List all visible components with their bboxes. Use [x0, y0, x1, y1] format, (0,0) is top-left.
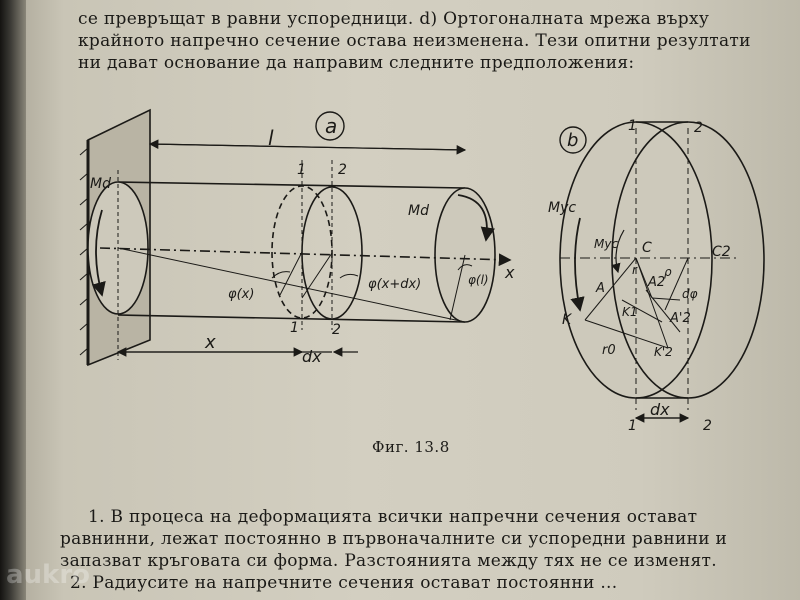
- label-b-C2: C2: [712, 244, 731, 260]
- panel-b-drawing: [559, 121, 765, 423]
- text-line: запазват кръговата си форма. Разстояният…: [60, 551, 717, 571]
- label-section-1-top: 1: [297, 162, 306, 178]
- label-b-A2-prime: A'2: [669, 311, 691, 326]
- label-dim-x: x: [204, 332, 216, 353]
- text-line: крайното напречно сечение остава неизмен…: [78, 31, 751, 51]
- label-b-K: K: [562, 312, 573, 328]
- label-b-dphi: dφ: [682, 287, 698, 301]
- label-dim-dx: dx: [302, 347, 322, 366]
- label-b-moment: Mус: [548, 200, 576, 216]
- text-line: 2. Радиусите на напречните сечения остав…: [70, 573, 618, 593]
- bottom-paragraph: 1. В процеса на деформацията всички напр…: [60, 506, 800, 594]
- text-line: се превръщат в равни успоредници. d) Орт…: [78, 9, 710, 29]
- text-line: ни дават основание да направим следните …: [78, 53, 635, 73]
- label-section-1-bottom: 1: [290, 320, 299, 336]
- label-phi-l: φ(l): [468, 273, 489, 287]
- label-phi-x: φ(x): [228, 287, 254, 302]
- label-b-section-1-bottom: 1: [628, 418, 637, 434]
- page-binding-shadow: [0, 0, 26, 600]
- figure-13-8: a l 1 2 1 2 Md Md φ(x) φ(x+dx) φ(l) x x …: [79, 108, 765, 434]
- label-panel-b: b: [567, 130, 578, 151]
- label-b-dx: dx: [650, 400, 670, 419]
- figure-caption: Фиг. 13.8: [372, 438, 450, 456]
- panel-a-circle: [315, 111, 345, 141]
- label-moment-right: Md: [408, 203, 429, 219]
- label-section-2-top: 2: [338, 162, 347, 178]
- label-b-rho: ρ: [664, 265, 672, 279]
- label-b-K1: K1: [622, 305, 638, 319]
- label-axis-x: x: [504, 263, 515, 282]
- label-b-A2: A2: [647, 275, 665, 290]
- top-paragraph: се превръщат в равни успоредници. d) Орт…: [78, 8, 788, 74]
- label-b-r: r: [632, 263, 638, 277]
- label-panel-a: a: [325, 114, 337, 138]
- label-b-C: C: [642, 240, 652, 256]
- wall-hatching: [79, 147, 89, 356]
- text-line: 1. В процеса на деформацията всички напр…: [88, 507, 698, 527]
- label-b-section-1-top: 1: [628, 118, 637, 134]
- label-b-r0: r0: [602, 343, 616, 358]
- label-moment-left: Md: [90, 176, 111, 192]
- label-phi-x-dx: φ(x+dx): [368, 277, 421, 292]
- label-b-section-2-top: 2: [694, 120, 703, 136]
- label-b-moment-inner: Mус: [594, 237, 618, 251]
- label-section-2-bottom: 2: [332, 322, 341, 338]
- label-b-K2: K'2: [654, 345, 673, 359]
- label-b-section-2-bottom: 2: [703, 418, 712, 434]
- watermark-logo: aukro: [6, 560, 91, 590]
- panel-a-drawing: [79, 108, 512, 367]
- text-line: равнинни, лежат постоянно в първоначални…: [60, 529, 728, 549]
- label-b-A: A: [595, 281, 605, 296]
- panel-b-circle: [559, 126, 587, 154]
- label-length-l: l: [268, 126, 274, 150]
